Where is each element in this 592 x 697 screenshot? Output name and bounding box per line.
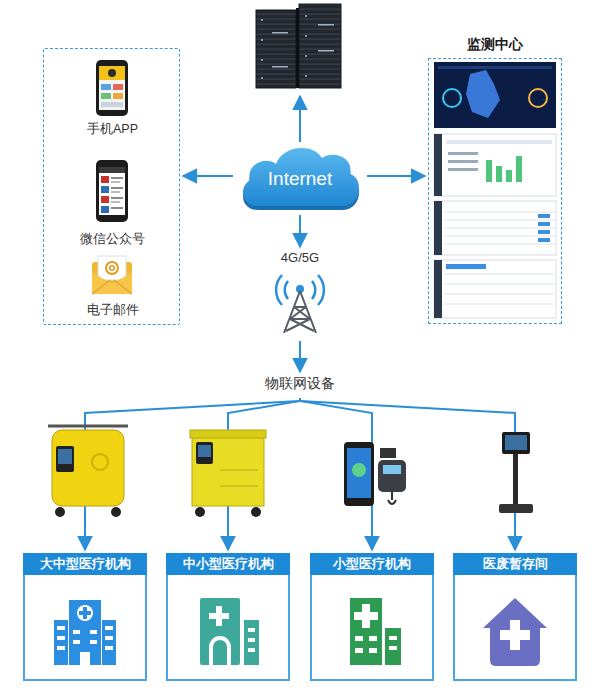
- node-text: 中小型医疗机构: [166, 553, 290, 575]
- channel-group: 手机APP 微信公众号电子邮件: [43, 48, 180, 325]
- institution-box: 大中型医疗机构: [23, 553, 147, 681]
- channel-item: 微信公众号: [44, 156, 181, 248]
- flow-arrow: [299, 341, 301, 372]
- iot-devices-label: 物联网设备: [245, 375, 355, 395]
- flow-arrow: [299, 215, 301, 247]
- institution-box: 中小型医疗机构: [166, 553, 290, 681]
- node-text: Internet: [236, 168, 364, 190]
- node-text: 监测中心: [428, 36, 562, 54]
- storage-room-icon: [483, 598, 547, 666]
- wechat-phone-icon: [96, 160, 128, 222]
- server-rack: [256, 4, 341, 88]
- medium-collection-bin: [190, 430, 266, 517]
- dashboard-screens: [434, 62, 556, 318]
- clinic-icon: [200, 598, 259, 665]
- institution-body: [23, 575, 147, 681]
- institution-body: [166, 575, 290, 681]
- tower-label-holder: 4G/5G: [270, 250, 330, 265]
- upload-arrow: [299, 96, 301, 142]
- institution-body: [453, 575, 577, 681]
- internet-cloud: Internet: [236, 140, 364, 212]
- node-text: 4G/5G: [270, 250, 330, 265]
- standing-scale-terminal: [499, 432, 533, 513]
- institution-header: 医废暂存间: [453, 553, 577, 575]
- small-clinic-icon: [350, 598, 401, 665]
- node-text: 大中型医疗机构: [23, 553, 147, 575]
- monitor-heading: 监测中心: [428, 36, 562, 54]
- tower-shape: [270, 269, 330, 335]
- institution-header: 大中型医疗机构: [23, 553, 147, 575]
- node-text: 电子邮件: [87, 302, 139, 319]
- institution-header: 小型医疗机构: [310, 553, 434, 575]
- channel-item: 手机APP: [44, 56, 181, 138]
- flow-arrow: [85, 398, 300, 550]
- large-collection-cart: [48, 426, 128, 517]
- phone-app-icon: [96, 60, 128, 116]
- node-text: 物联网设备: [245, 375, 355, 393]
- monitor-center: 监测中心: [428, 36, 562, 324]
- handheld-scale-set: [344, 442, 406, 506]
- institution-box: 医废暂存间: [453, 553, 577, 681]
- node-text: 小型医疗机构: [310, 553, 434, 575]
- flow-arrow: [367, 175, 425, 177]
- flow-arrow: [183, 175, 233, 177]
- cell-tower: 4G/5G: [270, 250, 330, 338]
- flow-arrow: [300, 398, 515, 550]
- flow-arrow: [228, 398, 300, 550]
- institution-header: 中小型医疗机构: [166, 553, 290, 575]
- monitor-frame: [428, 58, 562, 324]
- mail-icon: [92, 256, 132, 294]
- channel-item: 电子邮件: [44, 256, 181, 319]
- cloud-label-holder: Internet: [236, 168, 364, 190]
- flow-arrow: [300, 398, 372, 550]
- node-text: 微信公众号: [80, 231, 145, 248]
- node-text: 医废暂存间: [453, 553, 577, 575]
- hospital-icon: [54, 600, 116, 665]
- institution-box: 小型医疗机构: [310, 553, 434, 681]
- institution-body: [310, 575, 434, 681]
- node-text: 手机APP: [87, 121, 138, 138]
